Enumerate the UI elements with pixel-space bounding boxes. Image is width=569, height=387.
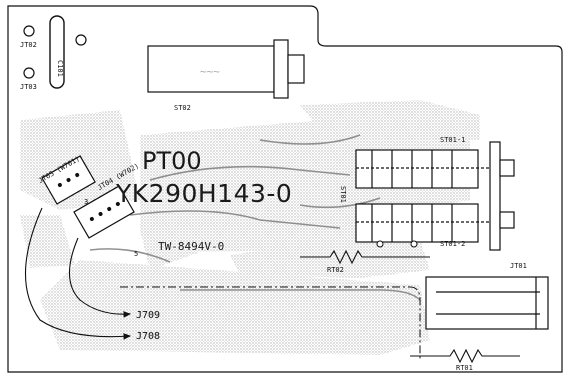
label-pin-3: 3 (84, 198, 89, 206)
label-st01-1: ST01-1 (440, 136, 466, 144)
label-st02: ST02 (174, 104, 191, 112)
wire-j709 (68, 237, 132, 318)
hole-jt02 (23, 25, 35, 37)
label-st01: ST01 (339, 186, 347, 203)
wire-j708 (24, 207, 132, 340)
hole-c101 (75, 34, 87, 46)
switch-st02-mark: ~~~ (200, 65, 220, 78)
board-code: TW-8494V-0 (158, 240, 225, 253)
label-c101: C101 (56, 60, 64, 77)
label-pin-5: 5 (134, 250, 139, 258)
mounting-slot (49, 15, 65, 89)
board-part-number: YK290H143-0 (116, 179, 293, 208)
connector-st01 (355, 141, 515, 251)
resistor-rt01 (410, 348, 520, 364)
board-name: PT00 (142, 147, 202, 175)
label-rt02: RT02 (327, 266, 344, 274)
hole-jt03 (23, 67, 35, 79)
switch-st02 (147, 39, 305, 99)
label-jt02: JT02 (20, 41, 37, 49)
label-st01-2: ST01-2 (440, 240, 466, 248)
label-jt01: JT01 (510, 262, 527, 270)
label-rt01: RT01 (456, 364, 473, 372)
label-j708: J708 (136, 331, 161, 342)
trace-lines (89, 134, 421, 301)
connector-jt01 (425, 276, 549, 330)
resistor-rt02 (300, 249, 430, 265)
connector-jt04 (73, 185, 135, 239)
connector-jt05 (41, 155, 96, 205)
label-jt03: JT03 (20, 83, 37, 91)
label-j709: J709 (136, 310, 161, 321)
